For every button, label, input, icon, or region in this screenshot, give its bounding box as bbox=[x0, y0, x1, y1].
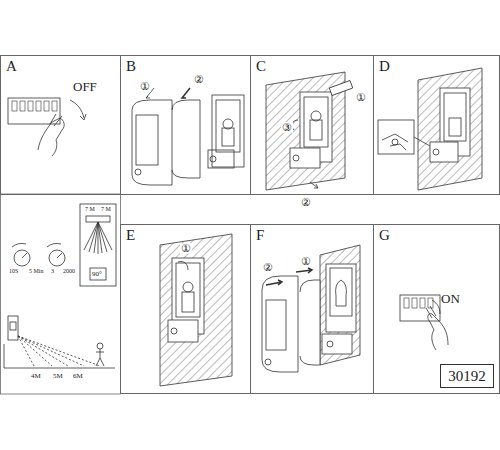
step-panel: D bbox=[373, 55, 500, 195]
angle-label: 90° bbox=[91, 271, 103, 278]
step-panel: B bbox=[120, 55, 251, 195]
dial-label: 3 bbox=[50, 268, 55, 274]
dial-label: 5 Min bbox=[28, 268, 45, 274]
step-panel: G 30192 bbox=[373, 224, 500, 394]
callout-number: ① bbox=[180, 243, 192, 254]
step-letter: C bbox=[256, 59, 266, 74]
step-letter: F bbox=[256, 228, 264, 243]
dial-label: 10S bbox=[8, 268, 19, 274]
distance-label: 6M bbox=[72, 373, 84, 380]
step-panel: A bbox=[0, 55, 121, 195]
step-letter: A bbox=[6, 59, 17, 74]
callout-number: ① bbox=[300, 256, 312, 267]
step-panel: C bbox=[250, 55, 374, 195]
step-letter: E bbox=[126, 228, 135, 243]
callout-number: ② bbox=[262, 262, 274, 273]
model-number-box: 30192 bbox=[440, 364, 494, 388]
switch-state: ON bbox=[440, 292, 461, 305]
callout-number: ② bbox=[300, 197, 312, 208]
step-letter: B bbox=[126, 59, 136, 74]
callout-number: ③ bbox=[281, 122, 293, 133]
callout-number: ① bbox=[355, 92, 367, 103]
range-label: 7 M bbox=[100, 206, 112, 212]
callout-number: ② bbox=[193, 74, 205, 85]
callout-number: ① bbox=[139, 81, 151, 92]
step-panel: F bbox=[250, 224, 374, 394]
step-letter: D bbox=[379, 59, 390, 74]
model-number: 30192 bbox=[448, 368, 486, 385]
switch-state: OFF bbox=[72, 80, 98, 93]
step-letter: G bbox=[379, 228, 390, 243]
dial-label: 2000 bbox=[62, 268, 76, 274]
distance-label: 4M bbox=[30, 373, 42, 380]
distance-label: 5M bbox=[52, 373, 64, 380]
range-label: 7 M bbox=[84, 206, 96, 212]
